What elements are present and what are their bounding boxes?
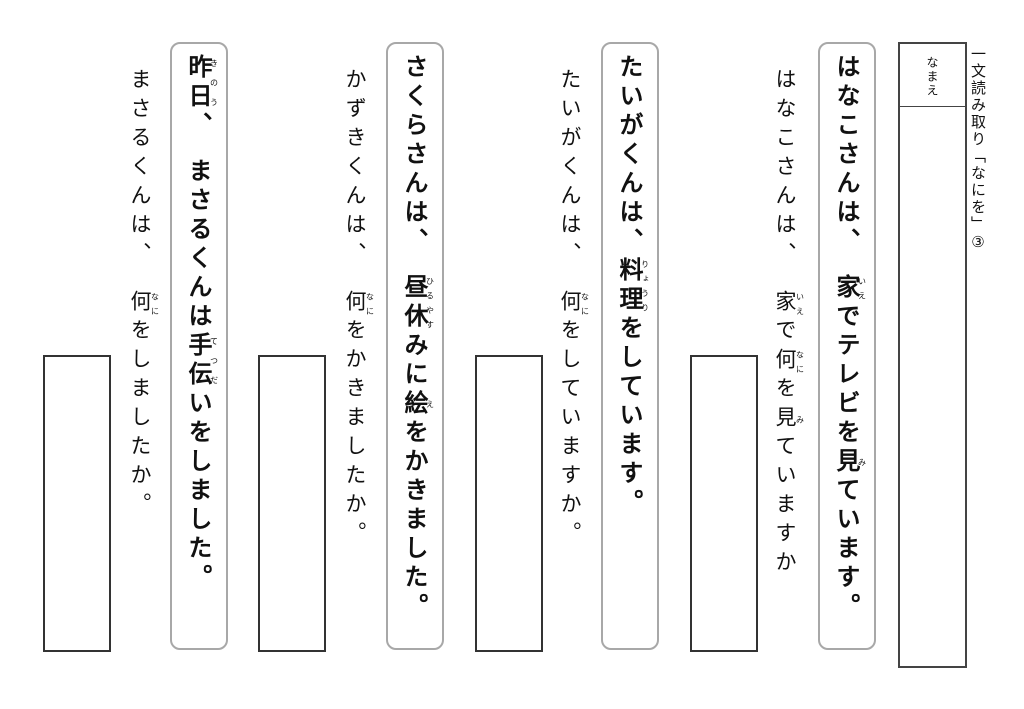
question-text: まさるくんは、 何なにをしましたか。 [125, 68, 160, 522]
story-sentence-box: さくらさんは、 昼休ひるやすみに絵えをかきました。 [386, 42, 444, 650]
kanji: 見 [832, 448, 860, 477]
text-segment: いをしました。 [184, 390, 212, 593]
text-segment: をかきました。 [400, 419, 428, 622]
ruby-word: 何なに [558, 289, 590, 319]
ruby-word: 昼休ひるやす [400, 274, 435, 332]
kanji: 家 [773, 289, 797, 319]
kanji: 何 [773, 347, 797, 377]
ruby-word: 手伝てつだ [184, 332, 219, 390]
text-segment: はなこさんは、 [832, 54, 860, 274]
furigana: いえ [857, 274, 867, 303]
kanji: 昼休 [400, 274, 428, 332]
ruby-word: 家いえ [832, 274, 867, 303]
name-label: なまえ [925, 56, 939, 98]
text-segment: さくらさんは、 [400, 54, 428, 274]
furigana: なに [580, 289, 590, 319]
ruby-word: 昨日きのう [184, 54, 219, 112]
kanji: 見 [773, 405, 797, 435]
furigana: み [795, 405, 805, 435]
text-segment: ています。 [832, 477, 860, 622]
furigana: いえ [795, 289, 805, 319]
text-segment: をしていますか。 [558, 318, 582, 551]
text-segment: でテレビを [832, 303, 860, 448]
answer-box[interactable] [258, 355, 326, 652]
furigana: え [425, 390, 435, 419]
story-sentence: はなこさんは、 家いえでテレビを見みています。 [829, 54, 867, 622]
ruby-word: 何なに [343, 289, 375, 319]
text-segment: みに [400, 332, 428, 390]
kanji: 家 [832, 274, 860, 303]
text-segment: をかきましたか。 [343, 318, 367, 551]
text-segment: まさるくんは、 [128, 68, 152, 290]
question-text: たいがくんは、 何なにをしていますか。 [555, 68, 590, 551]
text-segment: をしています。 [615, 315, 643, 518]
furigana: てつだ [209, 332, 219, 390]
text-segment: で [773, 318, 797, 348]
kanji: 手伝 [184, 332, 212, 390]
ruby-word: 見み [832, 448, 867, 477]
furigana: なに [795, 347, 805, 377]
furigana: なに [365, 289, 375, 319]
answer-box[interactable] [475, 355, 543, 652]
furigana: なに [150, 289, 160, 319]
text-segment: たいがくんは、 [558, 68, 582, 290]
worksheet-title: 一文読み取り「なにを」③ [969, 46, 987, 253]
kanji: 何 [128, 289, 152, 319]
kanji: 昨日 [184, 54, 212, 112]
text-segment: をしましたか。 [128, 318, 152, 522]
furigana: ひるやす [425, 274, 435, 332]
ruby-word: 見み [773, 405, 805, 435]
question-text: はなこさんは、 家いえで何なにを見みていますか [770, 68, 805, 580]
answer-box[interactable] [43, 355, 111, 652]
ruby-word: 何なに [128, 289, 160, 319]
answer-box[interactable] [690, 355, 758, 652]
furigana: み [857, 448, 867, 477]
ruby-word: 絵え [400, 390, 435, 419]
text-segment: はなこさんは、 [773, 68, 797, 290]
text-segment: を [773, 376, 797, 406]
text-segment: かずきくんは、 [343, 68, 367, 290]
ruby-word: 何なに [773, 347, 805, 377]
furigana: りょうり [640, 257, 650, 315]
story-sentence-box: たいがくんは、料理りょうりをしています。 [601, 42, 659, 650]
ruby-word: 家いえ [773, 289, 805, 319]
story-sentence: たいがくんは、料理りょうりをしています。 [612, 54, 650, 518]
question-text: かずきくんは、 何なにをかきましたか。 [340, 68, 375, 551]
text-segment: ていますか [773, 434, 797, 580]
kanji: 料理 [615, 257, 643, 315]
story-sentence-box: はなこさんは、 家いえでテレビを見みています。 [818, 42, 876, 650]
text-segment: 、 まさるくんは [184, 112, 212, 332]
story-sentence: さくらさんは、 昼休ひるやすみに絵えをかきました。 [397, 54, 435, 622]
name-divider [900, 106, 965, 107]
name-box[interactable]: なまえ [898, 42, 967, 668]
story-sentence: 昨日きのう、 まさるくんは手伝てつだいをしました。 [181, 54, 219, 593]
kanji: 何 [558, 289, 582, 319]
text-segment: たいがくんは、 [615, 54, 643, 257]
furigana: きのう [209, 54, 219, 112]
kanji: 絵 [400, 390, 428, 419]
ruby-word: 料理りょうり [615, 257, 650, 315]
kanji: 何 [343, 289, 367, 319]
story-sentence-box: 昨日きのう、 まさるくんは手伝てつだいをしました。 [170, 42, 228, 650]
